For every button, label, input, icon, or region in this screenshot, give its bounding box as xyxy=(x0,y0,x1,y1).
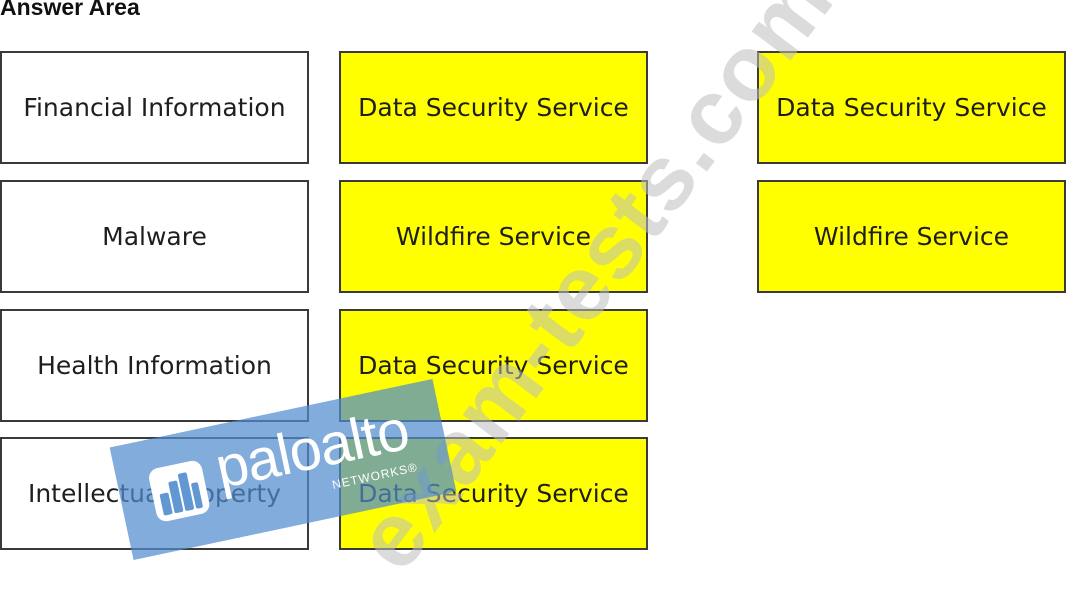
option-data-security-service[interactable]: Data Security Service xyxy=(757,51,1066,164)
category-malware: Malware xyxy=(0,180,309,293)
answer-slot-2[interactable]: Wildfire Service xyxy=(339,180,648,293)
option-wildfire-service[interactable]: Wildfire Service xyxy=(757,180,1066,293)
answer-slot-4[interactable]: Data Security Service xyxy=(339,437,648,550)
answer-slot-1[interactable]: Data Security Service xyxy=(339,51,648,164)
category-health-information: Health Information xyxy=(0,309,309,422)
category-financial-information: Financial Information xyxy=(0,51,309,164)
answer-slot-3[interactable]: Data Security Service xyxy=(339,309,648,422)
answer-area-title: Answer Area xyxy=(0,0,140,20)
category-intellectual-property: Intellectual Property xyxy=(0,437,309,550)
